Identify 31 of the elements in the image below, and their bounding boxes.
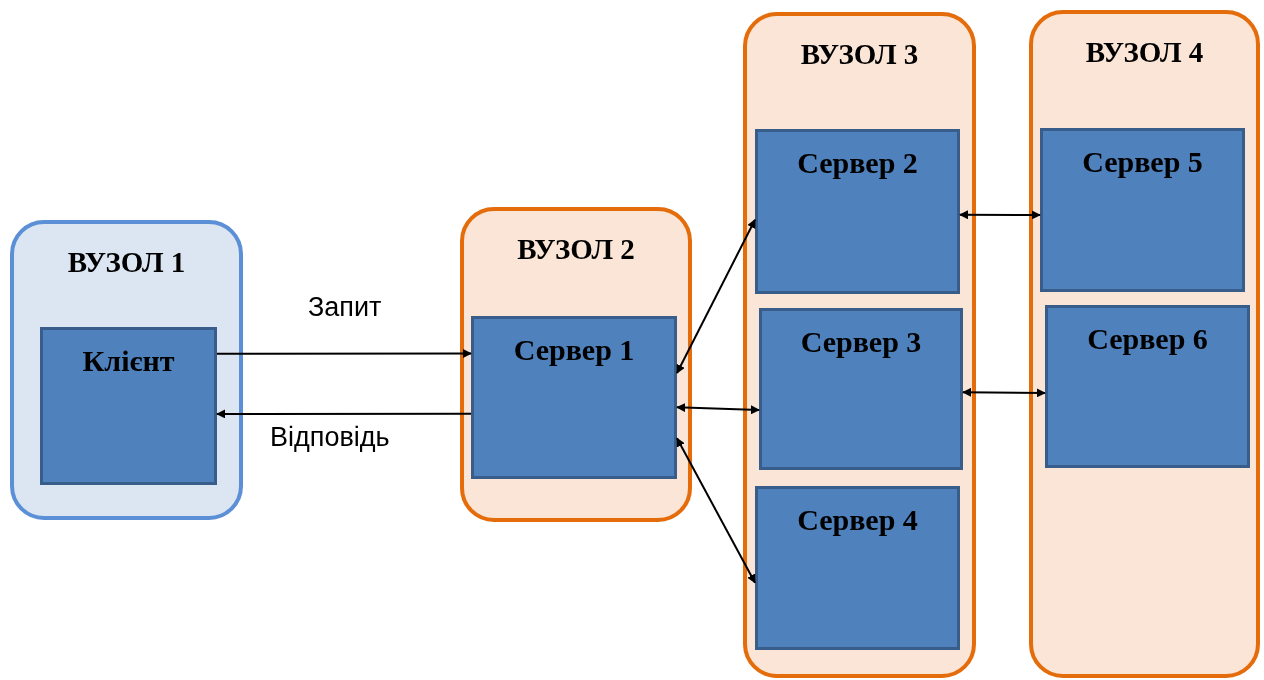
arrow (676, 218, 756, 375)
server-box (759, 308, 963, 470)
server-label: Сервер 6 (1086, 322, 1209, 356)
server-box (755, 129, 960, 294)
server-label: Клієнт (81, 344, 176, 378)
arrow (959, 210, 1041, 220)
edge-label: Відповідь (270, 422, 390, 453)
node-container (1029, 10, 1260, 678)
node-title: ВУЗОЛ 4 (1084, 36, 1205, 69)
server-label: Сервер 4 (796, 503, 919, 537)
node-container (460, 207, 692, 522)
arrow (216, 409, 472, 419)
node-title: ВУЗОЛ 2 (516, 233, 636, 266)
edge-label: Запит (308, 292, 382, 323)
server-label: Сервер 5 (1081, 145, 1204, 179)
node-container (10, 220, 243, 520)
arrow (962, 387, 1046, 398)
server-box (471, 316, 677, 479)
server-label: Сервер 2 (796, 146, 919, 180)
server-box (40, 327, 217, 485)
server-box (755, 486, 960, 650)
arrow (676, 437, 756, 584)
arrow (216, 349, 472, 358)
server-label: Сервер 3 (799, 325, 923, 359)
server-label: Сервер 1 (512, 333, 636, 367)
node-title: ВУЗОЛ 3 (799, 38, 920, 71)
arrow (676, 403, 760, 415)
node-container (743, 12, 976, 678)
server-box (1040, 128, 1245, 292)
server-box (1045, 305, 1250, 468)
node-title: ВУЗОЛ 1 (66, 246, 187, 279)
